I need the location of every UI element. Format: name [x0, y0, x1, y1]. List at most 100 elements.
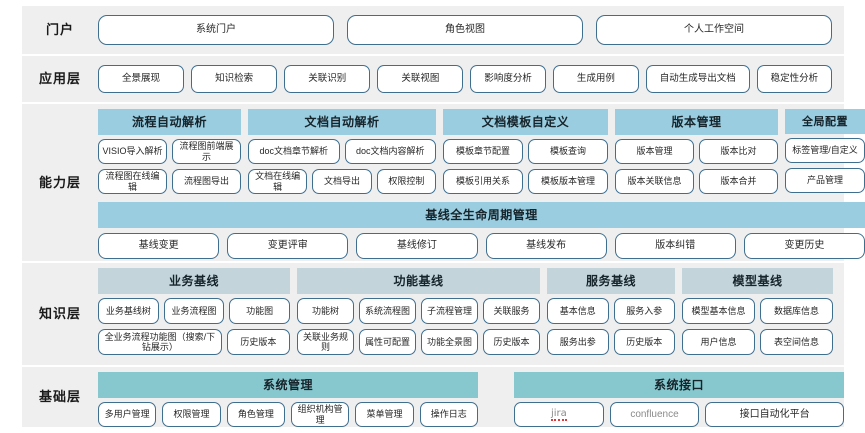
cap-item-version-management[interactable]: 版本管理	[615, 139, 694, 164]
cap-item-version-relation-info[interactable]: 版本关联信息	[615, 169, 694, 194]
layer-label-foundation: 基础层	[38, 389, 81, 405]
know-item-attribute-configurable[interactable]: 属性可配置	[359, 329, 416, 355]
cap-item-product-management[interactable]: 产品管理	[785, 168, 865, 193]
base-item-confluence[interactable]: confluence	[609, 402, 700, 427]
know-item-related-business-rule[interactable]: 关联业务规则	[297, 329, 354, 355]
app-item-relation-view[interactable]: 关联视图	[377, 65, 464, 93]
capability-group-doc-template: 文档模板自定义 模板章节配置 模板查询 模板引用关系 模板版本管理	[443, 109, 608, 194]
confluence-label: confluence	[630, 408, 679, 420]
cap-item-baseline-change[interactable]: 基线变更	[98, 233, 220, 259]
base-item-operation-log[interactable]: 操作日志	[419, 402, 478, 427]
app-item-relation-recognition[interactable]: 关联识别	[284, 65, 371, 93]
cap-item-template-reference-relation[interactable]: 模板引用关系	[443, 169, 523, 194]
know-item-function-tree[interactable]: 功能树	[297, 298, 354, 324]
app-item-auto-export-doc[interactable]: 自动生成导出文档	[645, 65, 750, 93]
know-item-service-input-params[interactable]: 服务入参	[613, 298, 675, 324]
layer-label-capability: 能力层	[38, 174, 81, 190]
layer-body-application: 全景展现 知识检索 关联识别 关联视图 影响度分析 生成用例 自动生成导出文档 …	[98, 56, 844, 102]
app-item-knowledge-search[interactable]: 知识检索	[191, 65, 278, 93]
layer-row-capability: 能力层 流程自动解析 VISIO导入解析 流程图前端展示 流程图在线编辑	[22, 104, 865, 261]
layer-row-foundation: 基础层 系统管理 多用户管理 权限管理 角色管理 组织机构管理 菜单管理 操作日…	[22, 367, 845, 427]
cap-item-doc-export[interactable]: 文档导出	[312, 169, 372, 194]
cap-item-doc-chapter-parse[interactable]: doc文档章节解析	[248, 139, 340, 164]
capability-group-process-parsing: 流程自动解析 VISIO导入解析 流程图前端展示 流程图在线编辑 流程图导出	[98, 109, 241, 194]
cap-item-baseline-revise[interactable]: 基线修订	[356, 233, 478, 259]
app-item-stability-analysis[interactable]: 稳定性分析	[756, 65, 833, 93]
know-item-service-output-params[interactable]: 服务出参	[547, 329, 609, 355]
base-item-role-mgmt[interactable]: 角色管理	[226, 402, 285, 427]
app-item-panorama[interactable]: 全景展现	[98, 65, 185, 93]
know-item-system-flowchart[interactable]: 系统流程图	[359, 298, 416, 324]
cap-item-tag-management[interactable]: 标签管理/自定义	[785, 138, 865, 163]
base-item-jira[interactable]: jira	[514, 402, 604, 427]
know-item-model-basic-info[interactable]: 模型基本信息	[682, 298, 755, 324]
layer-body-capability: 流程自动解析 VISIO导入解析 流程图前端展示 流程图在线编辑 流程图导出	[98, 104, 865, 261]
cap-item-permission-control[interactable]: 权限控制	[376, 169, 436, 194]
cap-item-flowchart-frontend-display[interactable]: 流程图前端展示	[172, 139, 241, 164]
base-item-interface-automation-platform[interactable]: 接口自动化平台	[705, 402, 845, 427]
know-item-full-business-process-chart[interactable]: 全业务流程功能图（搜索/下钻展示）	[98, 329, 222, 355]
capability-group-version-mgmt: 版本管理 版本管理 版本比对 版本关联信息 版本合并	[615, 109, 778, 194]
base-item-menu-mgmt[interactable]: 菜单管理	[355, 402, 414, 427]
portal-item-personal-workspace[interactable]: 个人工作空间	[596, 15, 832, 45]
cap-item-template-chapter-config[interactable]: 模板章节配置	[443, 139, 523, 164]
cap-item-version-merge[interactable]: 版本合并	[699, 169, 778, 194]
cap-item-change-history[interactable]: 变更历史	[743, 233, 865, 259]
know-item-function-chart[interactable]: 功能图	[229, 298, 291, 324]
group-title-process-parsing: 流程自动解析	[98, 109, 241, 135]
knowledge-group-function-baseline: 功能基线 功能树 系统流程图 子流程管理 关联服务 关联业务规则 属性可配置 功…	[297, 268, 540, 359]
capability-group-baseline-lifecycle: 基线全生命周期管理 基线变更 变更评审 基线修订 基线发布 版本纠错 变更历史	[98, 202, 865, 259]
layer-body-foundation: 系统管理 多用户管理 权限管理 角色管理 组织机构管理 菜单管理 操作日志 系统…	[98, 367, 856, 427]
group-title-document-parsing: 文档自动解析	[248, 109, 436, 135]
base-item-multi-user-mgmt[interactable]: 多用户管理	[98, 402, 157, 427]
layer-row-application: 应用层 全景展现 知识检索 关联识别 关联视图 影响度分析 生成用例 自动生成导…	[22, 56, 844, 102]
knowledge-group-business-baseline: 业务基线 业务基线树 业务流程图 功能图 全业务流程功能图（搜索/下钻展示） 历…	[98, 268, 291, 359]
know-item-history-version-service[interactable]: 历史版本	[613, 329, 675, 355]
group-title-service-baseline: 服务基线	[547, 268, 675, 294]
know-item-tablespace-info[interactable]: 表空间信息	[760, 329, 833, 355]
cap-item-change-review[interactable]: 变更评审	[227, 233, 349, 259]
know-item-subprocess-mgmt[interactable]: 子流程管理	[421, 298, 478, 324]
base-item-org-structure-mgmt[interactable]: 组织机构管理	[290, 402, 350, 427]
cap-item-doc-online-edit[interactable]: 文档在线编辑	[248, 169, 308, 194]
cap-item-flowchart-export[interactable]: 流程图导出	[172, 169, 241, 194]
know-item-database-info[interactable]: 数据库信息	[760, 298, 833, 324]
cap-item-template-query[interactable]: 模板查询	[528, 139, 608, 164]
cap-item-doc-content-parse[interactable]: doc文档内容解析	[344, 139, 436, 164]
capability-group-global-config: 全局配置 标签管理/自定义 产品管理	[785, 109, 865, 194]
cap-item-template-version-mgmt[interactable]: 模板版本管理	[528, 169, 608, 194]
cap-item-flowchart-online-edit[interactable]: 流程图在线编辑	[98, 169, 167, 194]
foundation-group-system-interface: 系统接口 jira confluence 接口自动化平台	[514, 372, 845, 427]
cap-item-baseline-release[interactable]: 基线发布	[485, 233, 607, 259]
know-item-basic-info[interactable]: 基本信息	[547, 298, 609, 324]
app-item-generate-usecase[interactable]: 生成用例	[552, 65, 639, 93]
layer-row-portal: 门户 系统门户 角色视图 个人工作空间	[22, 6, 844, 54]
cap-item-version-compare[interactable]: 版本比对	[699, 139, 778, 164]
portal-item-system-portal[interactable]: 系统门户	[98, 15, 334, 45]
foundation-group-system-mgmt: 系统管理 多用户管理 权限管理 角色管理 组织机构管理 菜单管理 操作日志	[98, 372, 478, 427]
know-item-business-flowchart[interactable]: 业务流程图	[163, 298, 225, 324]
know-item-history-version-business[interactable]: 历史版本	[226, 329, 290, 355]
group-title-baseline-lifecycle: 基线全生命周期管理	[98, 202, 865, 228]
know-item-function-panorama[interactable]: 功能全景图	[421, 329, 478, 355]
cap-item-version-correction[interactable]: 版本纠错	[614, 233, 736, 259]
layer-label-application: 应用层	[38, 71, 81, 87]
layer-body-portal: 系统门户 角色视图 个人工作空间	[98, 6, 844, 54]
know-item-business-baseline-tree[interactable]: 业务基线树	[98, 298, 159, 324]
capability-group-document-parsing: 文档自动解析 doc文档章节解析 doc文档内容解析 文档在线编辑 文档导出 权…	[248, 109, 436, 194]
group-title-model-baseline: 模型基线	[682, 268, 833, 294]
group-title-doc-template: 文档模板自定义	[443, 109, 608, 135]
jira-label: jira	[550, 408, 567, 422]
group-title-function-baseline: 功能基线	[297, 268, 540, 294]
portal-item-role-view[interactable]: 角色视图	[347, 15, 583, 45]
cap-item-visio-import-parse[interactable]: VISIO导入解析	[98, 139, 167, 164]
know-item-user-info[interactable]: 用户信息	[682, 329, 755, 355]
know-item-related-service[interactable]: 关联服务	[483, 298, 540, 324]
group-title-version-mgmt: 版本管理	[615, 109, 778, 135]
base-item-permission-mgmt[interactable]: 权限管理	[162, 402, 221, 427]
app-item-impact-analysis[interactable]: 影响度分析	[470, 65, 546, 93]
know-item-history-version-function[interactable]: 历史版本	[483, 329, 540, 355]
group-title-global-config: 全局配置	[785, 109, 865, 134]
knowledge-group-service-baseline: 服务基线 基本信息 服务入参 服务出参 历史版本	[547, 268, 675, 359]
